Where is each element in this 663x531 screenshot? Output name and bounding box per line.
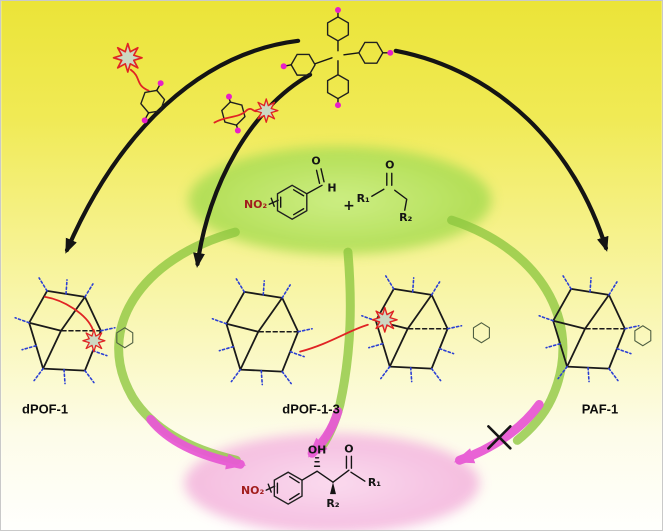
red-tether: [44, 295, 94, 331]
red-tether: [299, 323, 369, 353]
no-reaction-cross-icon: [487, 425, 512, 450]
red-tether: [129, 68, 150, 92]
bond: [316, 470, 334, 483]
terminal-bond: [145, 112, 150, 119]
product-r1-label: R₁: [368, 476, 381, 489]
magenta-dot-icon: [157, 80, 164, 87]
product-no2-label: NO₂: [241, 484, 264, 497]
aromatic-bonds: [276, 476, 300, 501]
terminal-bond: [156, 84, 161, 92]
terminal-bonds: [285, 11, 389, 104]
substrates-ellipse: [188, 146, 492, 255]
carbonyl-double-bond: [386, 172, 393, 187]
chiral-catalyst-star-icon: [253, 98, 279, 123]
magenta-dot-icon: [334, 102, 341, 109]
reactant-scheme: NO₂ O H + O R₁ R₂: [244, 154, 413, 224]
variable-position-tick: [270, 197, 275, 207]
hashed-stereo-bond: [313, 457, 321, 467]
bond: [306, 184, 323, 195]
dpof13-framework: [211, 275, 490, 386]
product-oh-label: OH: [308, 443, 326, 456]
product-arrow-from-dpof1: [146, 414, 247, 470]
terminal-bond: [235, 124, 239, 129]
magenta-dot-icon: [234, 127, 241, 134]
arrow-to-dpof13: [193, 72, 313, 268]
arrow-to-dpof1: [64, 38, 301, 254]
magenta-dot-icon: [225, 93, 232, 100]
product-r2-label: R₂: [326, 497, 339, 510]
product-o-label: O: [344, 442, 353, 455]
monomer-bonds: [314, 40, 360, 76]
bond: [301, 470, 318, 481]
reactant-no2-label: NO₂: [244, 198, 267, 211]
chiral-catalyst-star-icon: [112, 42, 143, 73]
aldehyde-o-label: O: [311, 154, 320, 167]
catalyst-monomer-fragment-1: [112, 42, 168, 124]
carbonyl-double-bond: [315, 168, 325, 185]
wedge-stereo-bond: [330, 482, 336, 495]
magenta-dot-icon: [334, 6, 341, 13]
catalyst-monomer-fragment-2: [213, 93, 279, 134]
terminal-bond: [228, 98, 231, 103]
product-arrow-from-paf1: [453, 399, 544, 465]
carbonyl-double-bond: [345, 455, 353, 469]
product-scheme: NO₂ OH R₂ O R₁: [241, 442, 381, 510]
ketone-o-label: O: [385, 158, 394, 171]
bond: [394, 189, 408, 211]
product-arrow-from-dpof13: [307, 406, 343, 458]
dpof1-framework: [14, 277, 134, 385]
variable-position-tick: [267, 483, 272, 493]
reactant-r1-label: R₁: [357, 192, 370, 205]
cross-line: [487, 425, 512, 450]
aldehyde-h-label: H: [327, 181, 336, 194]
chiral-catalyst-star-icon: [371, 306, 398, 333]
tetrahedral-monomer: [280, 6, 394, 109]
substrate-flow-right: [447, 215, 568, 445]
dpof13-label: dPOF-1-3: [282, 401, 340, 416]
magenta-dot-icon: [387, 49, 394, 56]
dpof1-label: dPOF-1: [22, 401, 68, 416]
magenta-dot-icon: [141, 117, 148, 124]
product-arrows: [146, 399, 544, 470]
bond: [371, 188, 385, 197]
bond: [332, 469, 350, 483]
aromatic-bonds: [279, 189, 305, 216]
polymerization-arrows: [64, 38, 609, 268]
paf1-label: PAF-1: [582, 401, 618, 416]
reactant-r2-label: R₂: [399, 211, 412, 224]
magenta-dot-icon: [280, 63, 287, 70]
bond: [350, 471, 366, 482]
no2-bond: [268, 199, 279, 205]
arrow-to-paf1: [393, 48, 609, 252]
chiral-catalyst-star-icon: [82, 329, 106, 353]
plus-sign: +: [343, 198, 355, 214]
no2-bond: [265, 485, 276, 491]
